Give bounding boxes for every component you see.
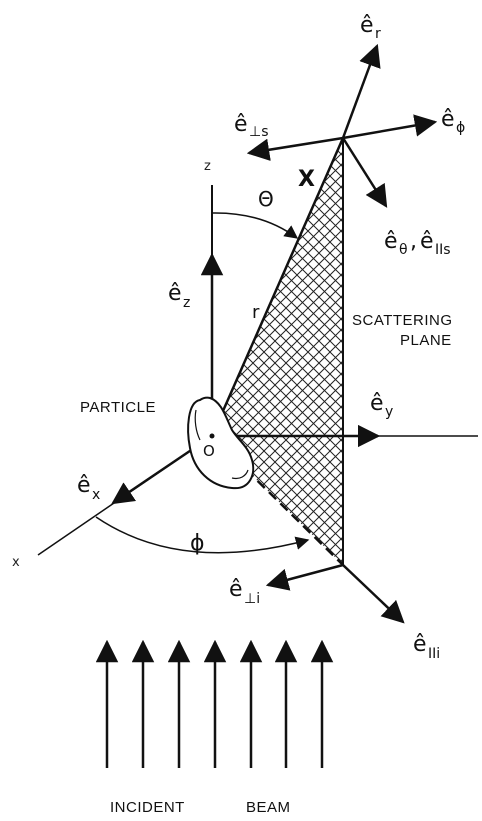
e-perp-i-arrow — [265, 563, 344, 591]
label-particle: PARTICLE — [80, 399, 156, 416]
label-e-phi: ê ϕ — [441, 107, 465, 136]
svg-text:θ: θ — [399, 242, 408, 258]
svg-text:r: r — [375, 26, 381, 42]
svg-text:⊥s: ⊥s — [249, 124, 269, 140]
svg-text:ê: ê — [77, 473, 91, 498]
label-theta: Θ — [258, 187, 274, 211]
svg-text:ϕ: ϕ — [456, 120, 465, 136]
svg-text:IIi: IIi — [428, 646, 440, 662]
label-axis-z: z — [204, 159, 211, 174]
particle-shading-2 — [231, 469, 249, 480]
svg-text:ê: ê — [229, 577, 243, 602]
label-e-x: ê x — [77, 473, 100, 503]
label-scattering: SCATTERING — [352, 312, 453, 329]
e-par-i-arrow — [342, 564, 405, 624]
phi-arc — [95, 516, 310, 554]
label-axis-x: x — [12, 555, 20, 570]
incident-beam-arrows — [95, 639, 334, 768]
label-e-z: ê z — [168, 281, 190, 311]
label-e-perp-i: ê ⊥i — [229, 577, 260, 607]
label-r: r — [252, 302, 260, 323]
e-phi-arrow — [342, 114, 438, 140]
svg-text:ê: ê — [370, 391, 384, 416]
r-vector-line — [210, 137, 345, 437]
svg-text:IIs: IIs — [435, 242, 451, 258]
label-point-x: X — [298, 167, 315, 192]
particle-shading — [194, 409, 201, 441]
label-beam: BEAM — [246, 799, 291, 816]
svg-text:ê: ê — [413, 632, 427, 657]
theta-arc — [211, 212, 299, 239]
svg-text:,: , — [410, 229, 417, 254]
svg-text:ê: ê — [168, 281, 182, 306]
svg-text:x: x — [92, 487, 100, 503]
svg-text:ê: ê — [420, 229, 434, 254]
label-e-r: ê r — [360, 13, 381, 42]
svg-text:ê: ê — [234, 112, 248, 137]
svg-text:ê: ê — [384, 229, 398, 254]
e-r-arrow — [341, 43, 381, 139]
svg-text:ê: ê — [360, 13, 374, 38]
svg-text:y: y — [385, 404, 393, 420]
svg-text:ê: ê — [441, 107, 455, 132]
svg-text:⊥i: ⊥i — [244, 591, 260, 607]
label-e-par-i: ê IIi — [413, 632, 440, 662]
e-perp-s-arrow — [246, 136, 344, 161]
particle-shape — [187, 396, 255, 490]
label-e-y: ê y — [370, 391, 393, 420]
scattering-plane — [212, 138, 343, 565]
label-incident: INCIDENT — [110, 799, 185, 816]
svg-text:z: z — [183, 295, 190, 311]
label-phi: ϕ — [190, 531, 205, 556]
projection-dashed-line — [211, 435, 344, 566]
label-e-theta-par-s: ê θ , ê IIs — [384, 229, 451, 258]
label-plane: PLANE — [400, 332, 452, 349]
origin-point — [209, 433, 215, 439]
e-theta-arrow — [341, 137, 388, 208]
label-e-perp-s: ê ⊥s — [234, 112, 269, 140]
label-origin: O — [203, 442, 215, 460]
